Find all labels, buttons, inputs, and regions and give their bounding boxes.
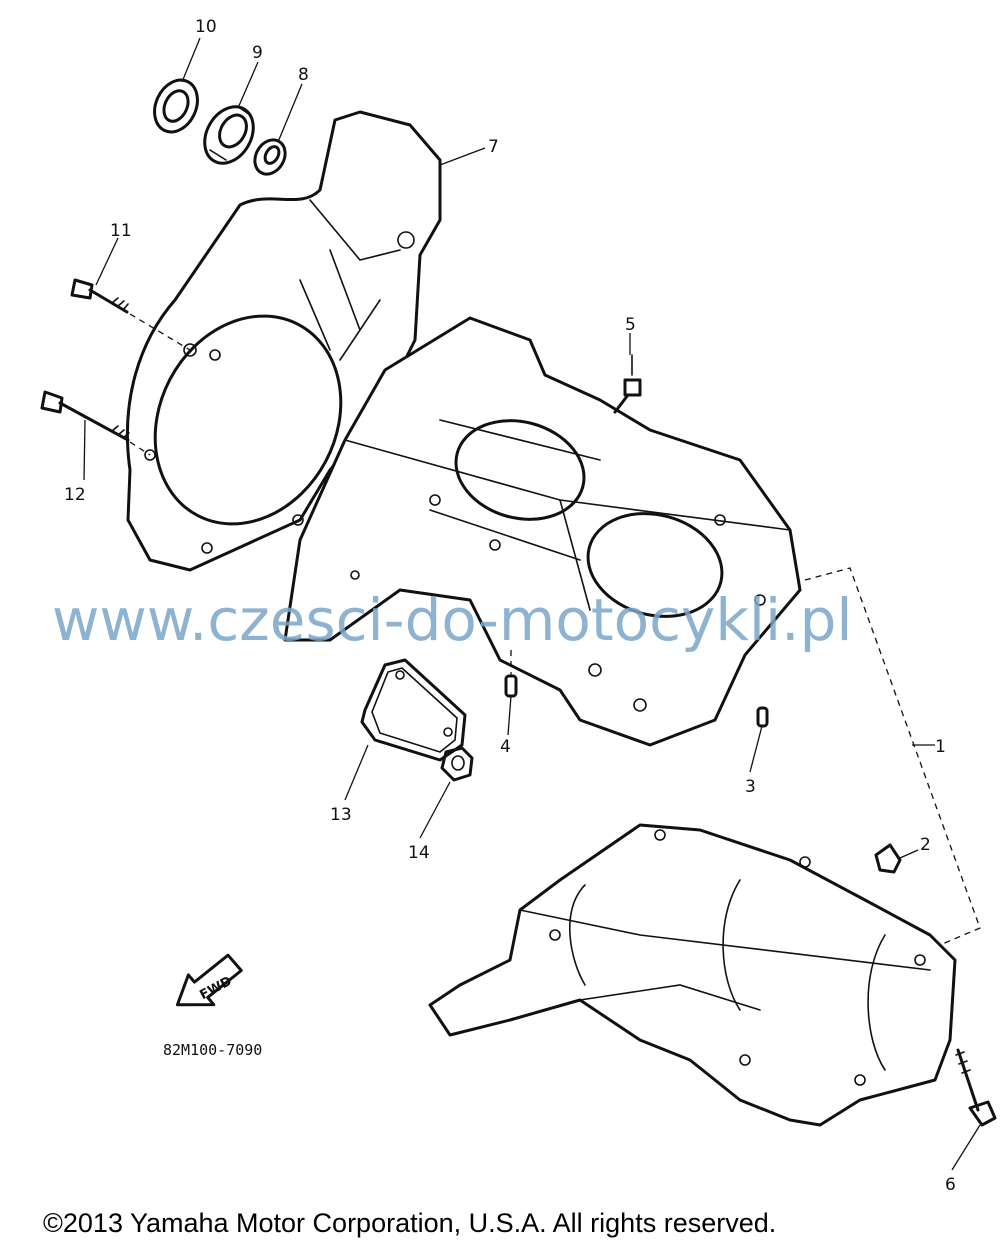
callout-8: 8 bbox=[298, 65, 309, 85]
bolt-5-drawing bbox=[613, 354, 642, 414]
callout-7: 7 bbox=[488, 137, 499, 157]
bolt-6-drawing bbox=[955, 1048, 997, 1127]
cover-plate-drawing bbox=[360, 658, 467, 762]
knock-pin-drawing bbox=[874, 843, 902, 874]
callout-4: 4 bbox=[500, 737, 511, 757]
callout-10: 10 bbox=[195, 17, 217, 37]
forward-arrow-icon: FWD bbox=[175, 953, 243, 1007]
callout-11: 11 bbox=[110, 221, 132, 241]
bolt-11-drawing bbox=[70, 278, 191, 351]
lower-crankcase-drawing bbox=[428, 823, 957, 1127]
leader-lines bbox=[83, 37, 981, 1171]
upper-crankcase-drawing bbox=[283, 316, 802, 747]
crankcase-assembly-bracket bbox=[804, 567, 981, 946]
callout-1: 1 bbox=[935, 737, 946, 757]
callout-13: 13 bbox=[330, 805, 352, 825]
callout-6: 6 bbox=[945, 1175, 956, 1195]
callout-12: 12 bbox=[64, 485, 86, 505]
oil-seal-drawing bbox=[153, 78, 199, 134]
dowel-3-drawing bbox=[756, 706, 769, 728]
drawing-code: 82M100-7090 bbox=[163, 1041, 262, 1059]
callout-9: 9 bbox=[252, 43, 263, 63]
nut-drawing bbox=[440, 746, 474, 782]
callout-5: 5 bbox=[625, 315, 636, 335]
small-bearing-drawing bbox=[253, 138, 287, 176]
copyright-notice: ©2013 Yamaha Motor Corporation, U.S.A. A… bbox=[43, 1208, 776, 1238]
bolt-12-drawing bbox=[40, 390, 151, 456]
callout-14: 14 bbox=[408, 843, 430, 863]
watermark: www.czesci-do-motocykli.pl bbox=[52, 586, 853, 654]
callout-2: 2 bbox=[920, 835, 931, 855]
callout-3: 3 bbox=[745, 777, 756, 797]
bearing-drawing bbox=[203, 105, 255, 165]
